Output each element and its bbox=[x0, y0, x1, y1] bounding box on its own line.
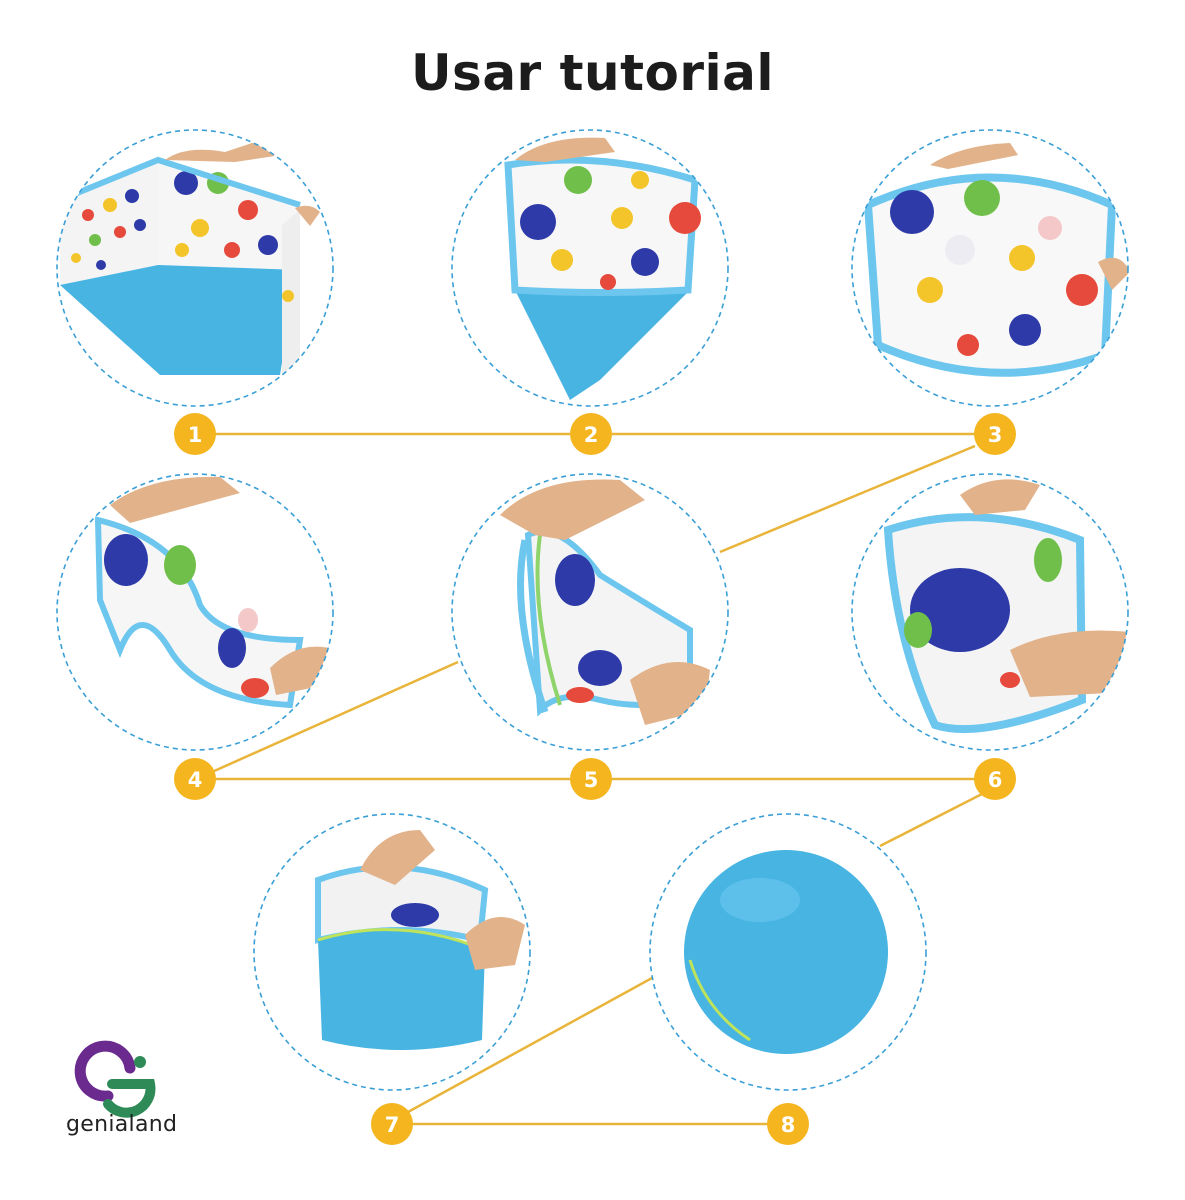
step-number-2: 2 bbox=[584, 423, 599, 447]
step-number-4: 4 bbox=[188, 768, 203, 792]
step-7-image bbox=[253, 813, 531, 1091]
step-3-image bbox=[851, 129, 1129, 407]
step-badge-7: 7 bbox=[371, 1103, 413, 1145]
step-badge-5: 5 bbox=[570, 758, 612, 800]
brand-name: genialand bbox=[66, 1112, 178, 1137]
step-number-8: 8 bbox=[781, 1113, 796, 1137]
step-badge-1: 1 bbox=[174, 413, 216, 455]
genialand-logo-icon bbox=[74, 1040, 156, 1118]
step-badge-8: 8 bbox=[767, 1103, 809, 1145]
page-title: Usar tutorial bbox=[410, 44, 775, 102]
connector-lines bbox=[211, 432, 983, 1126]
step-number-6: 6 bbox=[988, 768, 1003, 792]
step-2-image bbox=[451, 129, 729, 407]
step-number-5: 5 bbox=[584, 768, 599, 792]
step-4-image bbox=[56, 473, 334, 751]
step-number-1: 1 bbox=[188, 423, 203, 447]
step-6-image bbox=[851, 473, 1129, 751]
step-number-7: 7 bbox=[385, 1113, 400, 1137]
step-badge-6: 6 bbox=[974, 758, 1016, 800]
step-badge-4: 4 bbox=[174, 758, 216, 800]
step-badge-3: 3 bbox=[974, 413, 1016, 455]
step-8-image bbox=[649, 813, 927, 1091]
step-5-image bbox=[451, 473, 729, 751]
step-badge-2: 2 bbox=[570, 413, 612, 455]
step-1-image bbox=[56, 129, 334, 407]
step-number-3: 3 bbox=[988, 423, 1003, 447]
